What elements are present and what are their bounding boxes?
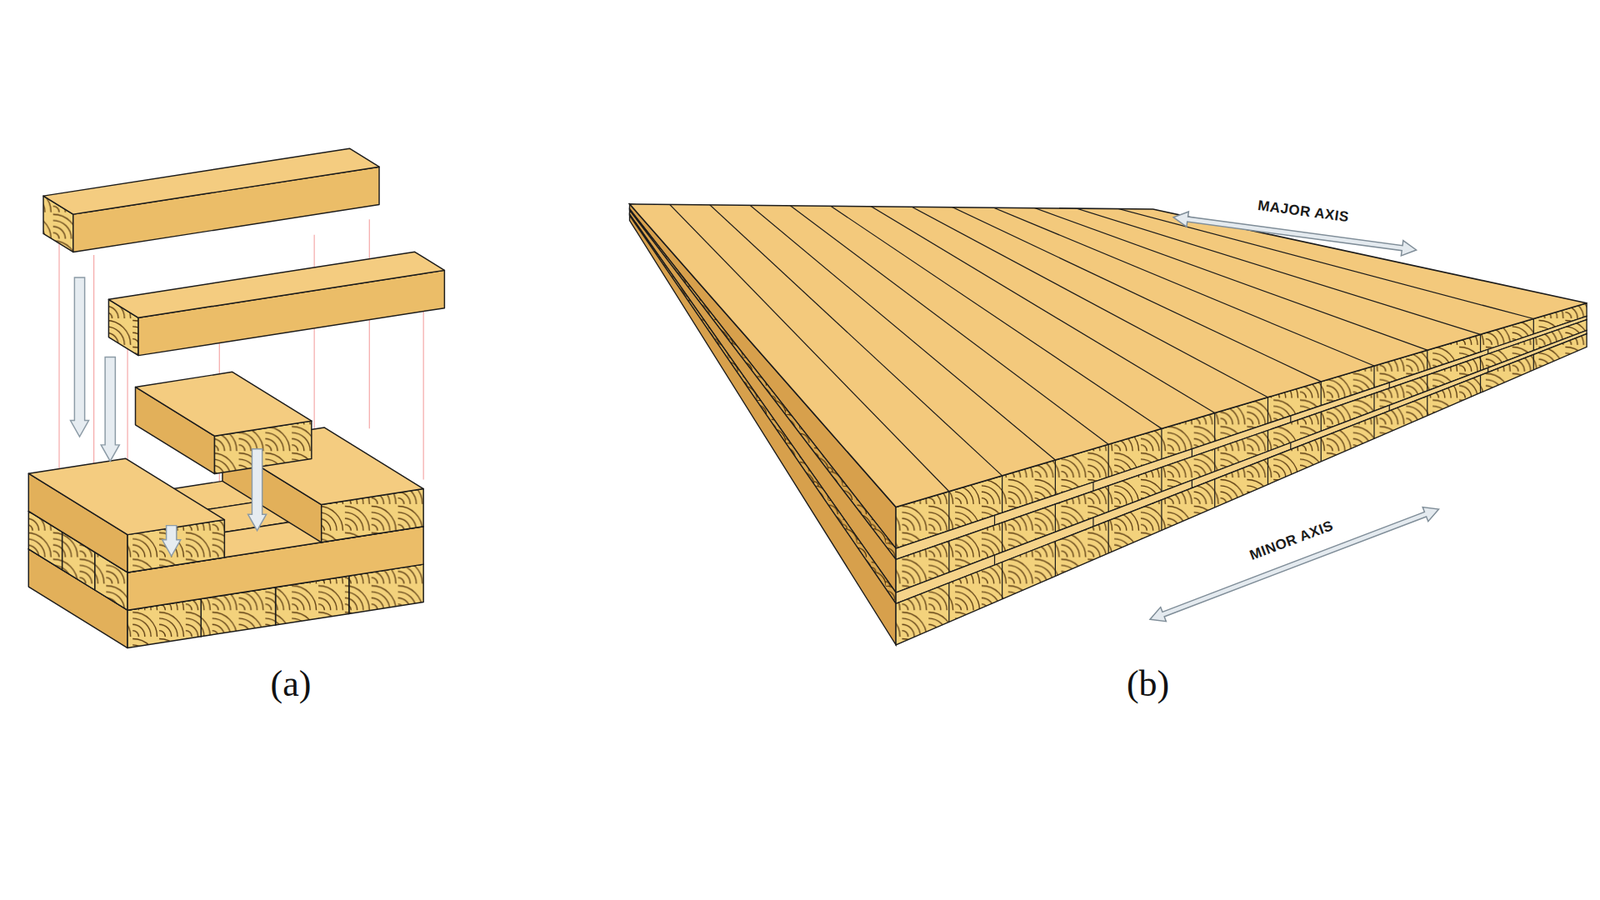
plank-line — [243, 0, 1480, 335]
placement-arrows — [70, 277, 266, 556]
board-joint — [1160, 428, 1162, 460]
board-joint — [1426, 350, 1428, 370]
board-joint — [1290, 442, 1291, 450]
board-joint — [1533, 319, 1535, 335]
plank-line — [203, 0, 1321, 382]
board-top — [108, 251, 445, 318]
board-joint — [1160, 467, 1162, 492]
plank-line — [150, 0, 1109, 445]
plank-line — [190, 0, 1268, 398]
board-joint — [1480, 356, 1481, 371]
board-joint — [1389, 382, 1390, 389]
board-joint — [1055, 541, 1056, 577]
board-top — [135, 371, 311, 436]
board-joint — [1191, 480, 1193, 488]
exploded-layers — [28, 148, 445, 648]
board-joint — [1389, 405, 1390, 411]
board-joint — [1267, 458, 1269, 485]
plank-line — [216, 0, 1375, 366]
board-joint — [1092, 482, 1094, 492]
board-joint — [1267, 430, 1269, 451]
board-joint — [1001, 522, 1003, 553]
board-joint — [1426, 375, 1428, 391]
placement-arrow — [100, 357, 120, 462]
board-joint — [1320, 437, 1322, 462]
placement-arrow — [70, 277, 89, 437]
board-joint — [1320, 411, 1322, 431]
plank-line — [163, 0, 1162, 429]
panel-top-face — [630, 204, 1588, 508]
axis-arrows — [1150, 211, 1440, 622]
plank-line — [123, 0, 1002, 476]
axis-label: MINOR AXIS — [1247, 517, 1336, 565]
board-joint — [1214, 449, 1215, 472]
board-joint — [1533, 354, 1535, 370]
board-joint — [1055, 504, 1056, 532]
board-top — [43, 148, 380, 215]
board-joint — [948, 491, 950, 531]
board-joint — [1214, 413, 1215, 442]
guide-line — [93, 255, 95, 480]
board-joint — [1108, 444, 1110, 477]
board-joint — [1001, 475, 1003, 513]
board-joint — [948, 540, 950, 573]
board-joint — [1373, 365, 1375, 388]
axis-label: MAJOR AXIS — [1256, 196, 1350, 225]
plank-line — [256, 0, 1534, 320]
placement-arrow — [248, 449, 267, 531]
board-joint — [1373, 416, 1375, 439]
board-joint — [994, 515, 995, 525]
plank-line — [136, 0, 1055, 460]
lumber-board — [28, 458, 225, 573]
panel-caption: (b) — [1126, 662, 1170, 705]
axis-arrow — [1150, 507, 1440, 622]
board-joint — [1001, 561, 1003, 599]
board-joint — [1533, 338, 1535, 351]
board-joint — [1480, 375, 1481, 393]
board-joint — [1267, 397, 1269, 424]
board-joint — [1160, 500, 1162, 531]
board-joint — [1108, 520, 1110, 554]
board-joint — [1373, 393, 1375, 411]
board-joint — [994, 555, 995, 565]
plank-line — [230, 0, 1427, 350]
board-top — [28, 458, 225, 535]
plank-line — [110, 0, 950, 492]
guide-line — [369, 219, 370, 429]
board-joint — [948, 582, 950, 622]
lumber-board — [108, 251, 445, 355]
board-joint — [1055, 460, 1056, 495]
plank-line — [176, 0, 1215, 414]
board-joint — [1191, 449, 1193, 457]
lumber-board — [43, 148, 380, 252]
lumber-board — [135, 371, 311, 474]
panel-caption: (a) — [270, 662, 312, 705]
plank-lines — [110, 0, 1534, 492]
placement-arrow — [162, 525, 181, 557]
board-joint — [1320, 381, 1322, 406]
board-joint — [1214, 479, 1215, 508]
board-joint — [1480, 334, 1481, 352]
board-joint — [1426, 395, 1428, 416]
board-joint — [1290, 415, 1291, 423]
board-joint — [1092, 517, 1094, 527]
clt-panel — [110, 0, 1587, 645]
board-joint — [1108, 485, 1110, 512]
